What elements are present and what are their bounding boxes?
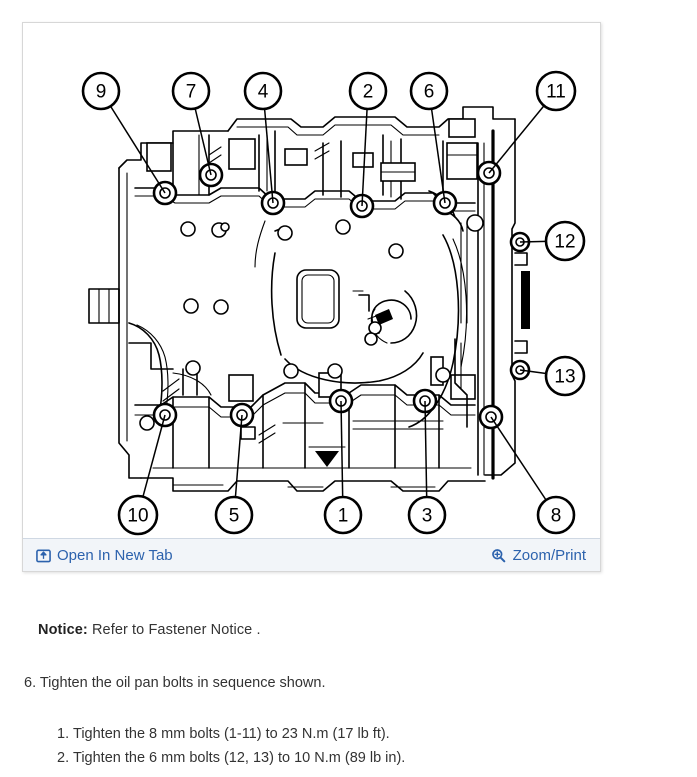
callout-12: 12 [544, 220, 586, 262]
callout-number: 10 [127, 506, 148, 527]
callout-leader-5 [234, 414, 243, 498]
callout-number: 4 [258, 82, 269, 103]
callout-number: 9 [96, 82, 107, 103]
callout-leader-9 [109, 105, 166, 194]
zoom-print-label: Zoom/Print [512, 547, 586, 564]
substep-text: Tighten the 6 mm bolts (12, 13) to 10 N.… [73, 750, 406, 766]
callout-leader-6 [430, 108, 446, 204]
callout-leader-12 [519, 240, 547, 243]
callout-number: 13 [554, 367, 575, 388]
callout-1: 1 [323, 495, 363, 535]
fastener-notice: Notice: Refer to Fastener Notice . [38, 622, 261, 638]
callout-leader-13 [519, 369, 547, 375]
callout-number: 5 [229, 506, 240, 527]
callout-number: 6 [424, 82, 435, 103]
callout-leader-2 [361, 108, 368, 207]
callout-leader-11 [488, 105, 545, 174]
callout-number: 8 [551, 506, 562, 527]
callout-bubble [323, 495, 363, 535]
callout-8: 8 [536, 495, 576, 535]
callout-bubble [409, 71, 449, 111]
open-in-new-tab-label: Open In New Tab [57, 547, 173, 564]
callout-leader-4 [263, 108, 274, 204]
list-item: 1.Tighten the 8 mm bolts (1-11) to 23 N.… [57, 722, 405, 746]
callout-leader-7 [194, 108, 212, 176]
callout-bubble [117, 494, 159, 536]
callout-9: 9 [81, 71, 121, 111]
callout-bubble [214, 495, 254, 535]
oil-pan-diagram: .ln { fill:none; stroke:#000; stroke-wid… [23, 23, 600, 538]
callout-number: 1 [338, 506, 349, 527]
callout-leader-1 [340, 400, 344, 498]
magnifier-plus-icon [491, 548, 507, 564]
callout-bubble [535, 70, 577, 112]
left-housing-curves [128, 322, 212, 416]
callout-11: 11 [535, 70, 577, 112]
callout-leader-8 [490, 416, 547, 501]
callout-number: 12 [554, 232, 575, 253]
open-in-new-tab-button[interactable]: Open In New Tab [35, 539, 173, 572]
callout-number: 7 [186, 82, 197, 103]
callout-bubble [536, 495, 576, 535]
figure-stage[interactable]: .ln { fill:none; stroke:#000; stroke-wid… [23, 23, 600, 538]
callout-7: 7 [171, 71, 211, 111]
callout-number: 2 [363, 82, 374, 103]
list-item: 2.Tighten the 6 mm bolts (12, 13) to 10 … [57, 746, 405, 770]
callout-bubble [81, 71, 121, 111]
callout-13: 13 [544, 355, 586, 397]
callout-number: 3 [422, 506, 433, 527]
callout-3: 3 [407, 495, 447, 535]
figure-viewer-panel: .ln { fill:none; stroke:#000; stroke-wid… [22, 22, 601, 572]
callout-6: 6 [409, 71, 449, 111]
callout-5: 5 [214, 495, 254, 535]
callout-bubble [348, 71, 388, 111]
callout-bubble [407, 495, 447, 535]
substep-number: 1. [57, 726, 70, 742]
callout-10: 10 [117, 494, 159, 536]
zoom-print-button[interactable]: Zoom/Print [491, 539, 586, 572]
upper-flange-rail [134, 118, 476, 212]
substep-number: 2. [57, 750, 70, 766]
step-6-instruction: 6. Tighten the oil pan bolts in sequence… [24, 675, 326, 691]
figure-toolbar: Open In New Tab Zoom/Print [23, 538, 600, 571]
callout-bubble [544, 220, 586, 262]
substep-list: 1.Tighten the 8 mm bolts (1-11) to 23 N.… [57, 722, 405, 770]
callout-2: 2 [348, 71, 388, 111]
misc-bolt-holes [139, 219, 451, 431]
callout-bubble [544, 355, 586, 397]
callout-bubble [243, 71, 283, 111]
callout-number: 11 [546, 82, 566, 103]
notice-label: Notice: [38, 622, 88, 638]
substep-text: Tighten the 8 mm bolts (1-11) to 23 N.m … [73, 726, 390, 742]
callout-leader-3 [424, 400, 428, 498]
callout-leader-10 [142, 414, 166, 497]
callout-bubble [171, 71, 211, 111]
pan-center-features [254, 220, 468, 428]
notice-text: Refer to Fastener Notice . [87, 622, 261, 638]
callout-4: 4 [243, 71, 283, 111]
open-in-new-tab-icon [35, 548, 51, 564]
